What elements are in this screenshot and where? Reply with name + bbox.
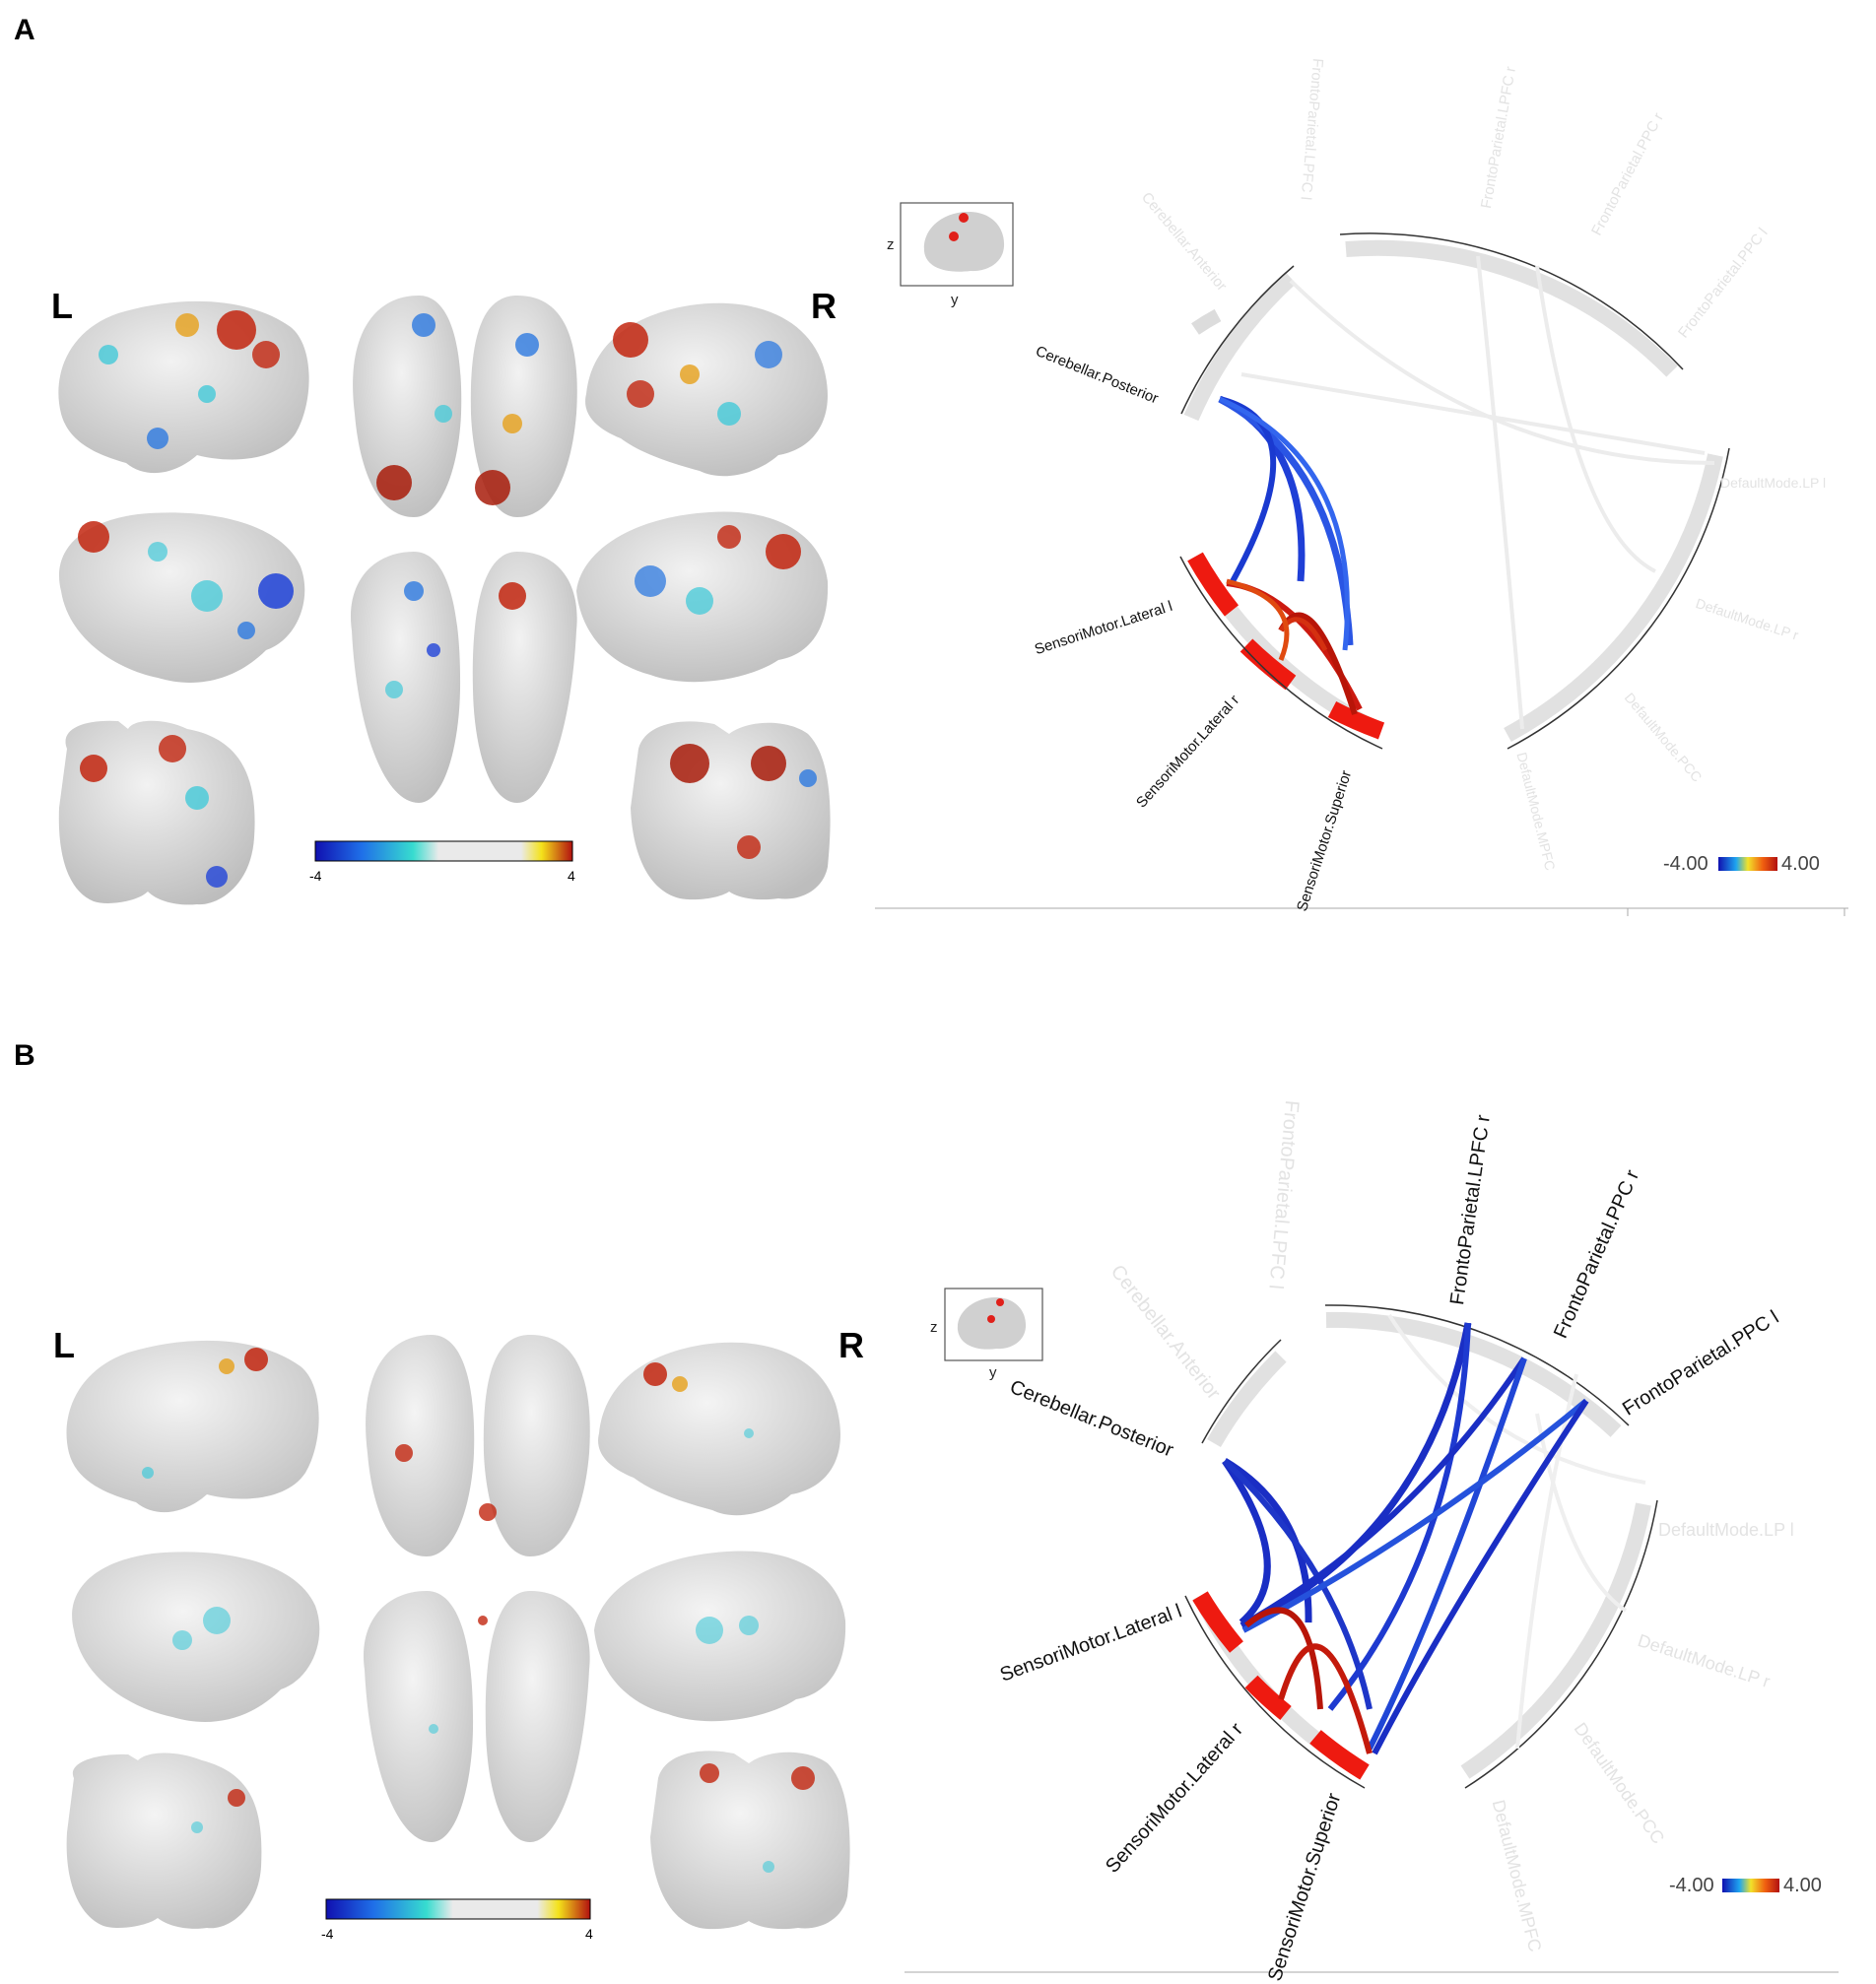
connectivity-colorbar-min: -4.00 <box>1669 1875 1714 1896</box>
brain-right-lateral <box>585 302 828 477</box>
inset-y-label: y <box>951 292 959 308</box>
panel-a: A L R <box>0 0 1876 985</box>
brain-left-lateral <box>66 1340 319 1513</box>
connectivity-colorbar <box>1718 857 1777 871</box>
roi-label-defaultmode-lp-l: DefaultMode.LP l <box>1720 475 1827 491</box>
connectivity-colorbar-max: 4.00 <box>1783 1875 1822 1896</box>
brain-right-lateral <box>598 1342 840 1516</box>
inset-y-label: y <box>989 1364 997 1381</box>
inset-brain-glyph <box>944 1288 1043 1361</box>
roi-label-defaultmode-lp-l: DefaultMode.LP l <box>1658 1520 1794 1540</box>
panel-a-graphics <box>58 202 1848 916</box>
connectivity-colorbar-min: -4.00 <box>1663 853 1708 875</box>
brain-colorbar-max: 4 <box>585 1926 593 1942</box>
brain-anterior-view-right <box>650 1751 850 1930</box>
brain-left-medial <box>72 1552 320 1722</box>
brain-colorbar <box>325 1898 591 1920</box>
brain-posterior-view-left <box>58 720 255 905</box>
brain-colorbar-min: -4 <box>321 1926 334 1942</box>
brain-anterior-view-right <box>631 721 831 900</box>
connectome-ring <box>1179 232 1730 750</box>
brain-dorsal-view <box>366 1335 590 1556</box>
brain-right-medial <box>576 511 829 683</box>
panel-b-graphics <box>66 1288 1839 1973</box>
connectivity-colorbar <box>1722 1879 1779 1892</box>
left-hemisphere-label: L <box>51 286 73 326</box>
brain-right-medial <box>594 1551 846 1722</box>
brain-ventral-view <box>350 552 577 803</box>
right-hemisphere-label: R <box>838 1325 864 1365</box>
brain-posterior-view-left <box>66 1753 262 1929</box>
inset-brain-glyph <box>900 202 1014 287</box>
brain-colorbar <box>314 840 573 862</box>
brain-dorsal-view <box>353 296 577 517</box>
inset-z-label: z <box>930 1319 938 1336</box>
brain-left-medial <box>59 512 305 683</box>
panel-letter: A <box>14 14 35 46</box>
background-connections <box>1240 255 1715 730</box>
right-hemisphere-label: R <box>811 286 837 326</box>
significant-connections <box>1222 1322 1589 1755</box>
brain-colorbar-max: 4 <box>568 868 575 884</box>
panel-b: B L R <box>0 1020 1876 1984</box>
brain-colorbar-min: -4 <box>309 868 322 884</box>
brain-left-lateral <box>58 300 309 474</box>
left-hemisphere-label: L <box>53 1325 75 1365</box>
panel-letter: B <box>14 1039 35 1072</box>
brain-ventral-view <box>363 1591 590 1842</box>
connectome-ring <box>1184 1304 1658 1789</box>
inset-z-label: z <box>887 236 895 253</box>
connectivity-colorbar-max: 4.00 <box>1781 853 1820 875</box>
significant-connections <box>1218 395 1363 715</box>
